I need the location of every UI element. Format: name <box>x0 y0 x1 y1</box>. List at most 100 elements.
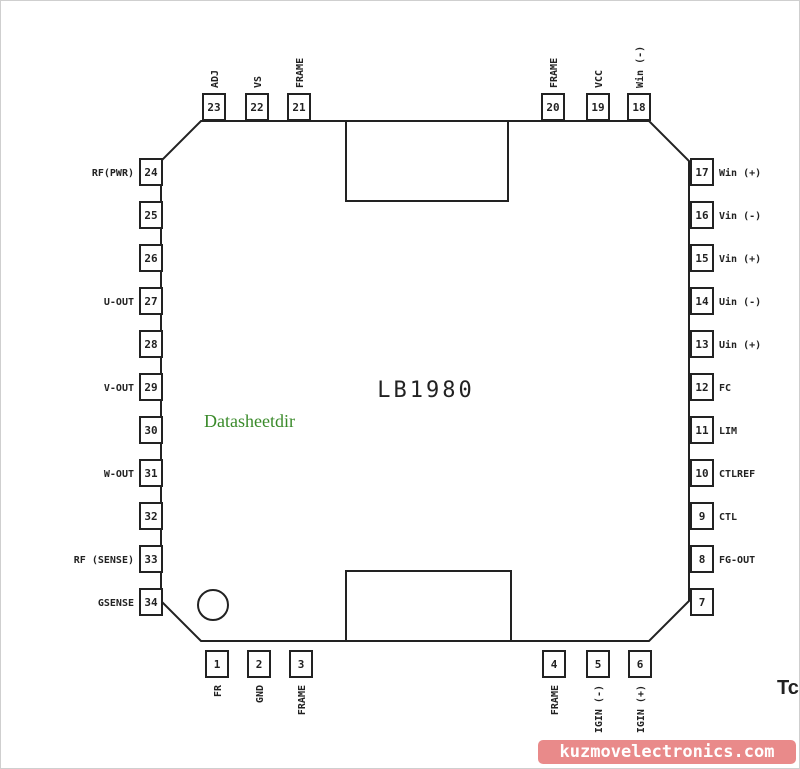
cropped-text: Tc <box>777 677 799 699</box>
pin-box <box>628 650 652 678</box>
pin-box <box>205 650 229 678</box>
pin-box <box>139 459 163 487</box>
pin-number: 17 <box>695 166 708 179</box>
pin-number: 1 <box>214 658 221 671</box>
pin-box <box>690 416 714 444</box>
pin-number: 27 <box>144 295 157 308</box>
pin-box <box>690 244 714 272</box>
pin-28: 28 <box>139 330 163 358</box>
pin-number: 20 <box>546 101 559 114</box>
pin-label: GND <box>255 685 266 703</box>
pin-number: 21 <box>292 101 306 114</box>
pin-number: 28 <box>144 338 157 351</box>
pin-label: IGIN (+) <box>636 685 647 733</box>
pin-box <box>139 287 163 315</box>
pin-label: Vin (-) <box>719 210 761 222</box>
pin-label: GSENSE <box>98 598 134 609</box>
pin-label: FC <box>719 383 731 394</box>
pin-number: 4 <box>551 658 558 671</box>
pin-box <box>690 502 714 530</box>
pin-number: 8 <box>699 553 706 566</box>
pin-8: 8 FG-OUT <box>690 545 755 573</box>
pin-box <box>690 545 714 573</box>
pin-number: 11 <box>695 424 709 437</box>
pin-1: 1FR <box>205 650 229 697</box>
pin-box <box>139 158 163 186</box>
pin-number: 29 <box>144 381 157 394</box>
pin-label: ADJ <box>210 70 221 88</box>
pin-label: FRAME <box>550 685 561 715</box>
pin-label: Win (+) <box>719 167 761 179</box>
pin-18: 18 Win (-) <box>627 46 651 121</box>
pin-11: 11 LIM <box>690 416 737 444</box>
pin-number: 9 <box>699 510 706 523</box>
pin-26: 26 <box>139 244 163 272</box>
pin-label: V-OUT <box>104 383 134 394</box>
pin-number: 24 <box>144 166 158 179</box>
pin-number: 19 <box>591 101 604 114</box>
pin-number: 10 <box>695 467 708 480</box>
pin-box <box>690 588 714 616</box>
credit-text: Datasheetdir <box>204 411 295 431</box>
pin-number: 6 <box>637 658 644 671</box>
pin-label: W-OUT <box>104 469 134 480</box>
pin-box <box>586 650 610 678</box>
pin-label: FG-OUT <box>719 555 755 566</box>
pin-label: FRAME <box>295 58 306 88</box>
pin-label: RF (SENSE) <box>74 555 134 566</box>
pin-number: 26 <box>144 252 158 265</box>
pin-17: 17 Win (+) <box>690 158 761 186</box>
pin1-marker <box>197 589 229 621</box>
pin-number: 31 <box>144 467 158 480</box>
pin-number: 30 <box>144 424 157 437</box>
pin-number: 25 <box>144 209 157 222</box>
pin-box <box>139 373 163 401</box>
pin-29: 29 V-OUT <box>104 373 163 401</box>
pin-12: 12 FC <box>690 373 731 401</box>
pin-label: U-OUT <box>104 297 134 308</box>
pin-box <box>287 93 311 121</box>
pin-box <box>586 93 610 121</box>
pin-number: 32 <box>144 510 157 523</box>
pin-box <box>245 93 269 121</box>
chip-name: LB1980 <box>377 378 474 403</box>
watermark: kuzmovelectronics.com <box>538 740 796 764</box>
pin-31: 31 W-OUT <box>104 459 163 487</box>
pin-number: 13 <box>695 338 708 351</box>
pin-box <box>542 650 566 678</box>
pin-box <box>139 330 163 358</box>
pin-box <box>202 93 226 121</box>
pin-9: 9 CTL <box>690 502 737 530</box>
pin-27: 27 U-OUT <box>104 287 163 315</box>
pin-number: 12 <box>695 381 708 394</box>
pin-label: CTL <box>719 512 737 523</box>
pin-number: 14 <box>695 295 709 308</box>
pin-label: FR <box>213 684 224 697</box>
pin-number: 33 <box>144 553 157 566</box>
pin-number: 18 <box>632 101 645 114</box>
pin-label: VS <box>253 76 264 88</box>
pin-label: LIM <box>719 426 737 437</box>
pin-label: Uin (-) <box>719 296 761 308</box>
pin-box <box>139 545 163 573</box>
pin-33: 33 RF (SENSE) <box>74 545 163 573</box>
pin-box <box>139 588 163 616</box>
pin-box <box>247 650 271 678</box>
pin-label: Win (-) <box>634 46 646 88</box>
bottom-die-pad <box>345 570 512 642</box>
pin-box <box>690 459 714 487</box>
pin-number: 16 <box>695 209 709 222</box>
pin-32: 32 <box>139 502 163 530</box>
pin-box <box>139 201 163 229</box>
pin-30: 30 <box>139 416 163 444</box>
